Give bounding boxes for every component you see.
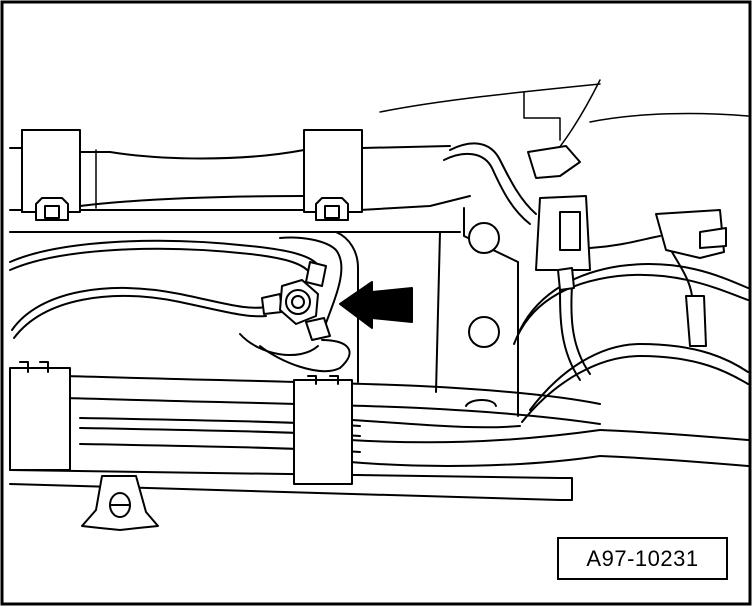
mounting-tab [81,475,159,531]
left-clip [21,129,81,221]
ground-nut [279,279,319,325]
figure-reference-label: A97-10231 [557,537,728,580]
middle-clip [303,129,363,221]
upper-hose [79,149,305,209]
bracket-plate [335,207,519,417]
right-connectors [527,145,727,347]
indicator-arrow [339,281,413,329]
right-wiring [351,142,749,429]
lower-clips [9,361,353,485]
ground-wires [9,236,351,373]
